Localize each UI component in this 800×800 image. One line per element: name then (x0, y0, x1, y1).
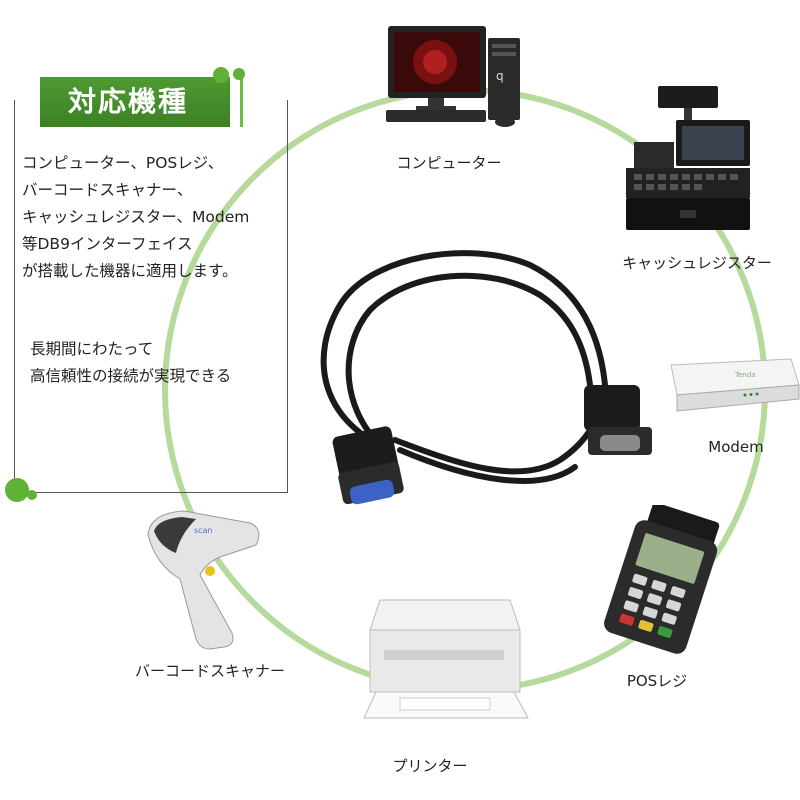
decor-dot (27, 490, 37, 500)
svg-text:scan: scan (194, 526, 213, 535)
device-label-computer: コンピューター (396, 154, 502, 172)
db9-serial-cable-icon (320, 250, 652, 505)
description-line: キャッシュレジスター、Modem (22, 208, 250, 226)
decor-dot (5, 478, 29, 502)
modem-icon: Tenda (670, 358, 800, 412)
description-line: バーコードスキャナー、 (22, 181, 193, 199)
panel-title: 対応機種 (40, 77, 230, 127)
device-label-pos: POSレジ (626, 672, 688, 690)
description-line: コンピューター、POSレジ、 (22, 154, 224, 172)
device-label-cash-register: キャッシュレジスター (622, 254, 772, 272)
decor-dot (233, 68, 245, 80)
note-line: 長期間にわたって (30, 340, 154, 358)
decor-dot (213, 67, 229, 83)
compatible-models-panel (14, 100, 288, 493)
title-accent (228, 77, 243, 127)
barcode-scanner-icon: scan (147, 510, 260, 650)
device-label-printer: プリンター (392, 757, 468, 775)
svg-text:q: q (496, 69, 504, 83)
computer-icon: q (386, 26, 520, 127)
pos-terminal-icon (604, 505, 720, 654)
description-line: 等DB9インターフェイス (22, 235, 193, 253)
description-line: が搭載した機器に適用します。 (22, 262, 238, 280)
cash-register-icon (626, 86, 750, 230)
svg-text:Tenda: Tenda (734, 371, 756, 379)
device-label-barcode: バーコードスキャナー (134, 662, 286, 680)
note-line: 高信頼性の接続が実現できる (30, 367, 232, 385)
printer-icon (363, 599, 529, 719)
device-label-modem: Modem (708, 438, 764, 456)
